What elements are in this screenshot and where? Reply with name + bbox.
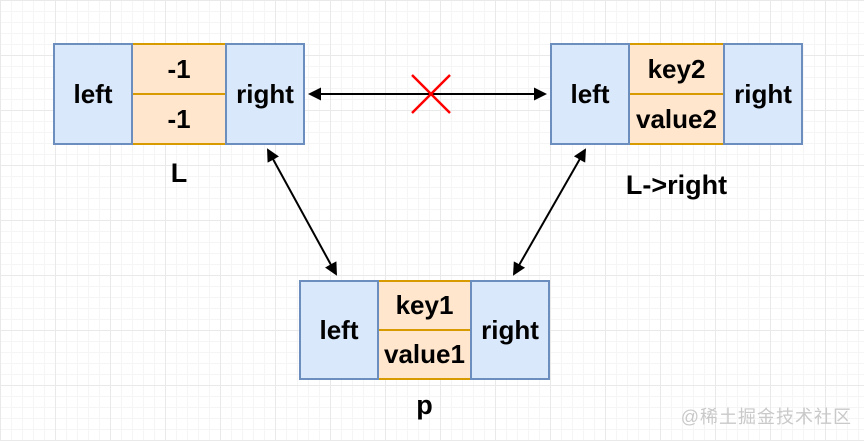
node-L-right-pointer-cell: right xyxy=(225,43,305,145)
node-p-label: p xyxy=(416,390,433,420)
arrow-Lright-to-p xyxy=(513,148,586,276)
node-p-value-cell: value1 xyxy=(384,339,465,369)
node-L-value-cell: -1 xyxy=(167,103,191,134)
node-p: left key1 value1 right xyxy=(299,280,550,380)
node-L: left -1 -1 right xyxy=(53,43,305,145)
node-L-label: L xyxy=(170,158,188,188)
node-Lright-left-pointer-cell: left xyxy=(550,43,630,145)
node-Lright-key-cell: key2 xyxy=(630,45,723,95)
node-Lright-data-cell: key2 value2 xyxy=(630,43,723,145)
node-p-key-cell: key1 xyxy=(379,282,470,331)
node-L-left-pointer-cell: left xyxy=(53,43,133,145)
node-p-right-pointer-cell: right xyxy=(470,280,550,380)
node-L-data-cell: -1 -1 xyxy=(133,43,225,145)
node-Lright-label: L->right xyxy=(625,170,728,200)
node-Lright-right-pointer-cell: right xyxy=(723,43,803,145)
node-p-left-pointer-cell: left xyxy=(299,280,379,380)
node-p-data-cell: key1 value1 xyxy=(379,280,470,380)
watermark: @稀土掘金技术社区 xyxy=(680,407,852,427)
broken-link-cross-stroke2 xyxy=(411,74,451,114)
node-Lright: left key2 value2 right xyxy=(550,43,803,145)
broken-link-cross-stroke1 xyxy=(411,74,451,114)
node-Lright-value-cell: value2 xyxy=(636,103,717,134)
node-L-key-cell: -1 xyxy=(133,45,225,95)
